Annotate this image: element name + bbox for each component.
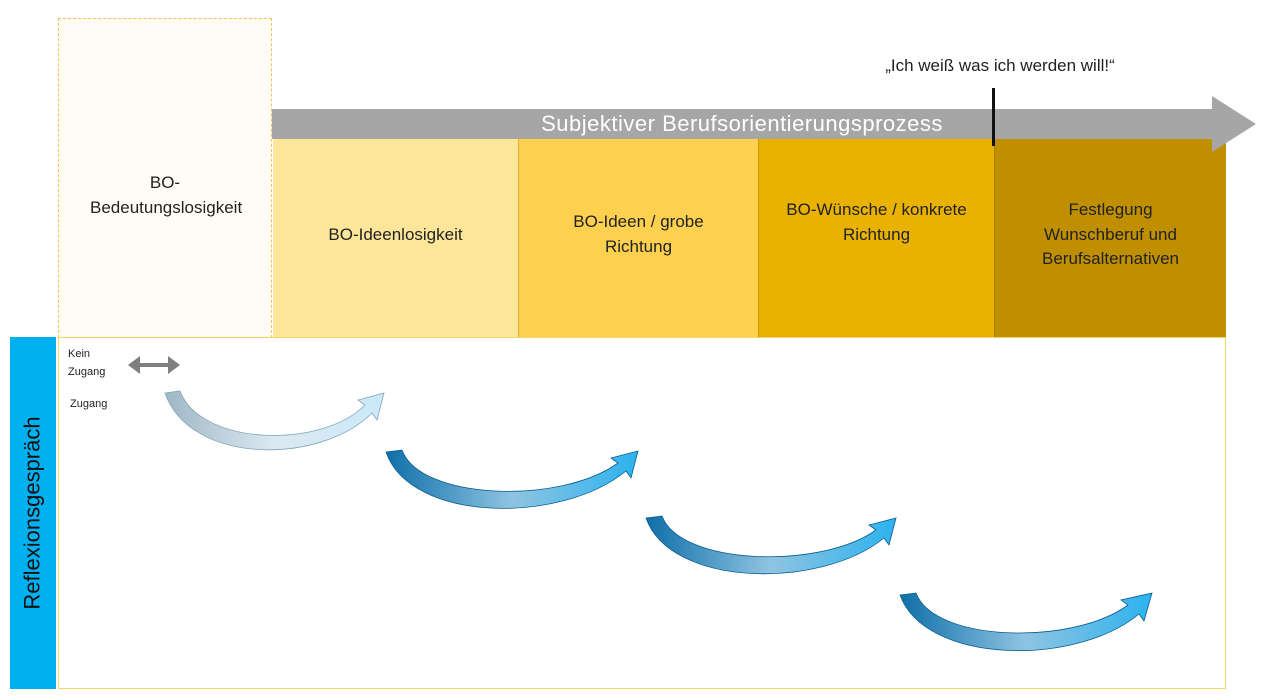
stage-bo-ideen: BO-Ideen / grobe Richtung bbox=[518, 138, 758, 337]
goal-marker bbox=[992, 88, 995, 146]
reflection-side-bar bbox=[10, 337, 56, 689]
stage-label: BO- Bedeutungslosigkeit bbox=[90, 173, 243, 217]
stage-bo-bedeutungslosigkeit: BO- Bedeutungslosigkeit bbox=[58, 18, 272, 338]
stage-label: BO-Wünsche / konkrete Richtung bbox=[786, 199, 967, 244]
no-access-label: Kein Zugang bbox=[68, 348, 106, 378]
double-arrow-icon bbox=[128, 356, 180, 374]
curved-arrow-1 bbox=[164, 390, 385, 451]
stage-label: BO-Ideenlosigkeit bbox=[328, 224, 463, 244]
curved-arrow-2 bbox=[385, 449, 639, 509]
stage-label: BO-Ideen / grobe Richtung bbox=[573, 212, 704, 256]
process-arrow-label: Subjektiver Berufsorientierungsprozess bbox=[541, 111, 943, 136]
stage-bo-ideenlosigkeit: BO-Ideenlosigkeit bbox=[273, 138, 518, 337]
process-arrow bbox=[272, 96, 1256, 152]
goal-quote: „Ich weiß was ich werden will!“ bbox=[885, 56, 1115, 75]
stage-festlegung: Festlegung Wunschberuf und Berufsalterna… bbox=[994, 138, 1226, 337]
curved-arrow-3 bbox=[645, 515, 897, 575]
access-label: Zugang bbox=[70, 398, 108, 410]
curved-arrow-4 bbox=[899, 592, 1153, 652]
stage-label: Festlegung Wunschberuf und Berufsalterna… bbox=[1041, 200, 1180, 269]
stage-bo-wuensche: BO-Wünsche / konkrete Richtung bbox=[758, 138, 994, 337]
reflection-panel bbox=[58, 337, 1226, 689]
